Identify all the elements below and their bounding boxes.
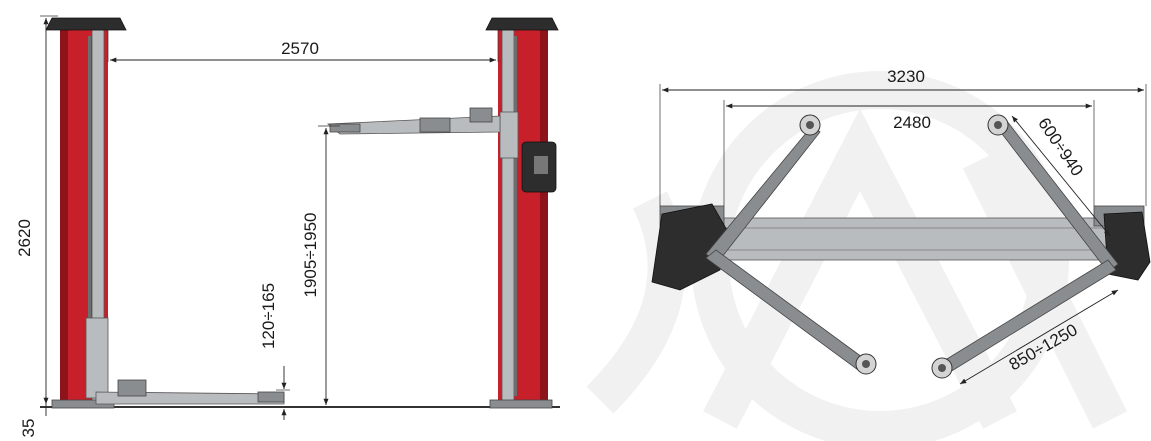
side-view: 2570 2620 35 1905÷1950 120÷165 — [15, 15, 560, 438]
lowered-arm — [95, 379, 285, 405]
inner-width-label: 2480 — [893, 113, 931, 132]
left-post-top — [651, 203, 729, 291]
column-spacing-label: 2570 — [281, 39, 319, 58]
right-column — [485, 17, 559, 409]
min-pad-label: 120÷165 — [259, 283, 278, 349]
overall-width-label: 3230 — [887, 67, 925, 86]
top-view: 3230 2480 600÷940 850÷1250 — [651, 67, 1151, 385]
arm-bottom-left — [705, 249, 877, 375]
left-column — [45, 17, 127, 409]
base-height-label: 35 — [19, 419, 38, 438]
max-lift-label: 1905÷1950 — [301, 213, 320, 298]
total-height-label: 2620 — [15, 219, 34, 257]
raised-arm — [326, 107, 501, 135]
